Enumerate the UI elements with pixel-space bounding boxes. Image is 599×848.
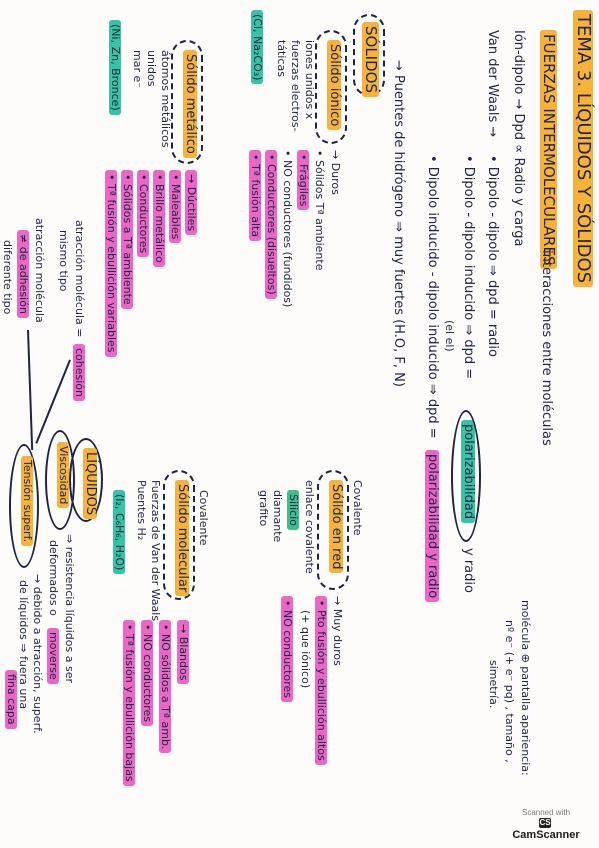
note-3: simetría. (487, 660, 500, 709)
cohesion-c: mismo tipo (57, 230, 70, 292)
topic-title: TEMA 3. LÍQUIDOS Y SÓLIDOS (573, 10, 594, 288)
ionic-prop-4: • Conductores (disueltos) (264, 150, 278, 299)
dispersion-a: • Dipolo inducido - dipolo inducido ⇒ dp… (425, 155, 440, 439)
viscosity-label: Viscosidad (56, 442, 70, 509)
network-ex-1: Silicio (286, 490, 300, 530)
metallic-desc-3: mar e⁻ (131, 50, 144, 89)
tension-highlight: fina capa (4, 670, 18, 729)
intermolecular-title: FUERZAS INTERMOLECULARES (540, 30, 558, 270)
metallic-title: Sólido metálico (182, 50, 198, 158)
viscosity-desc-2: deformados o (47, 540, 60, 616)
camscanner-badge: Scanned with CSCamScanner (507, 808, 585, 841)
ionic-desc-2: fuerzas electros- (289, 40, 302, 132)
polarizability-circle (451, 410, 481, 542)
liquids-title: LÍQUIDOS (82, 448, 98, 520)
ion-dipole-line: Ión-dipolo → Dpd ∝ Radio y carga (511, 30, 526, 247)
adhesion-c: diferente tipo (1, 240, 14, 315)
ionic-prop-3: • NO conductores (fundidos) (281, 150, 294, 308)
cohesion-b: cohesión (72, 344, 86, 402)
molecular-prop-0: → Blandos (176, 620, 190, 685)
network-prop-0: → Muy duros (331, 596, 344, 666)
badge-brand: CSCamScanner (507, 817, 585, 841)
metallic-examples: (Ni, Zn, Bronce) (108, 20, 122, 115)
dispersion-b: polarizabilidad y radio (424, 450, 440, 603)
network-prop-2: (+ que iónico) (299, 610, 312, 689)
dipole-dipole: • Dipolo - dipolo ⇒ dpd = radio (485, 155, 500, 357)
molecular-examples: (I₂, C₆H₆, H₂O) (112, 490, 126, 575)
cohesion-a: atracción molécula = (73, 220, 86, 338)
note-2: nº e⁻ (+ e⁻ pq) , tamaño , (503, 620, 516, 763)
molecular-desc-1: Fuerzas de Van der Waals (149, 480, 162, 622)
camscanner-logo-icon: CS (539, 818, 551, 829)
ionic-examples: (Cl, Na₂CO₃) (250, 10, 264, 85)
tension-desc-1: → debido a atracción, superf. (31, 574, 44, 734)
vdw-label: Van der Waals → (485, 30, 500, 138)
ionic-prop-2: • Frágiles (296, 150, 310, 211)
ionic-prop-1: • Sólidos Tª ambiente (313, 150, 326, 271)
metallic-prop-4: • Sólidos a Tª ambiente (120, 170, 134, 309)
metallic-prop-5: • Tª fusión y ebullición variables (104, 170, 118, 357)
dipole-induced-a: • Dipolo - dipolo inducido ⇒ dpd = (461, 155, 476, 380)
molecular-prop-1: • NO sólidos a Tª amb. (158, 620, 172, 754)
badge-brand-text: CamScanner (512, 829, 580, 841)
ionic-desc-1: iones unidos x (303, 40, 316, 120)
cohesion-arrow (35, 359, 71, 444)
metallic-prop-0: → Dúctiles (184, 170, 198, 236)
adhesion-arrow (27, 329, 34, 450)
molecular-prop-3: • Tª fusión y ebullición bajas (122, 620, 136, 786)
tension-label: Tensión superf. (20, 456, 34, 547)
molecular-desc-2: Puentes H₂ (135, 480, 148, 541)
ionic-prop-0: → Duros (329, 150, 342, 195)
adhesion-b: ≠ de adhesión (16, 230, 30, 318)
viscosity-highlight: moverse (46, 628, 60, 684)
dipole-induced-b: y radio (461, 548, 476, 593)
dipole-induced-c: (el el) (443, 320, 456, 352)
ionic-prop-5: • Tª fusión alta (248, 150, 262, 242)
tension-desc-2: de líquidos ⇒ fuera una (17, 580, 30, 710)
hydrogen-bond-line: → Puentes de hidrógeno ⇒ muy fuertes (H.… (391, 60, 406, 387)
adhesion-a: atracción molécula (33, 218, 46, 323)
network-prop-3: • NO conductores (280, 596, 294, 702)
network-prop-1: • Pto fusión y ebullición altos (314, 596, 328, 765)
network-title: Sólido en red (328, 480, 344, 574)
badge-caption: Scanned with (521, 808, 571, 817)
network-top: Covalente (351, 480, 364, 536)
molecular-top: Covalente (197, 490, 210, 546)
intermolecular-subtitle: interacciones entre moléculas (539, 250, 554, 446)
metallic-desc-2: unidos (145, 50, 158, 87)
network-ex-3: grafito (257, 490, 270, 527)
metallic-prop-3: • Conductores (136, 170, 150, 258)
metallic-prop-2: • Brillo metálico (152, 170, 166, 267)
molecular-title: Sólido molecular (174, 480, 190, 597)
molecular-prop-2: • NO conductores (140, 620, 154, 726)
ionic-desc-3: táticas (275, 40, 288, 77)
network-desc-1: enlace covalente (303, 480, 316, 574)
ionic-title: Sólido iónico (326, 40, 342, 131)
metallic-prop-1: • Maleables (168, 170, 182, 244)
metallic-desc-1: átomos metálicos (159, 50, 172, 148)
network-ex-2: diamante (271, 490, 284, 543)
solids-title: SÓLIDOS (362, 22, 380, 97)
viscosity-desc-1: ⇒ resistencia líquidos a ser (63, 534, 76, 683)
note-1: molécula ⊕ pantalla apariencia: (519, 600, 532, 776)
